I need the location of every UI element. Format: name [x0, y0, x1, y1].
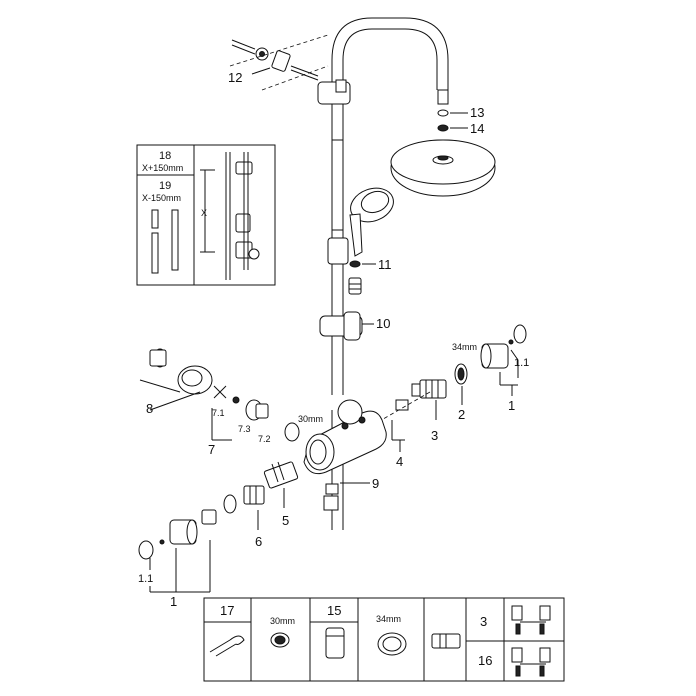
inset-ref-19-text: X-150mm: [142, 193, 181, 203]
wrench-dim-34: 34mm: [452, 342, 477, 352]
table-dim-30: 30mm: [270, 616, 295, 626]
callout-1-1-top: 1.1: [514, 357, 529, 369]
table-ref-17: 17: [220, 603, 234, 618]
cartridge-part-3: 3: [411, 379, 447, 443]
callout-5: 5: [282, 513, 289, 528]
callout-3: 3: [431, 428, 438, 443]
wall-elbow-part-8: 8: [139, 348, 213, 416]
cartridge-part-5: 5: [263, 461, 299, 528]
hand-shower: [349, 187, 394, 257]
table-dim-34: 34mm: [376, 614, 401, 624]
callout-12: 12: [228, 70, 242, 85]
wall-bracket-part-12: 12: [228, 34, 329, 91]
inset-ref-18-text: X+150mm: [142, 163, 183, 173]
table-ref-16: 16: [478, 653, 492, 668]
table-ref-15: 15: [327, 603, 341, 618]
inset-rail-length-box: 18 X+150mm 19 X-150mm X: [136, 144, 276, 286]
right-handle-part-1: 1.1 1: [480, 324, 529, 413]
callout-6: 6: [255, 534, 262, 549]
callout-8: 8: [146, 401, 153, 416]
inset-ref-19: 19: [159, 180, 171, 192]
callout-13: 13: [470, 105, 484, 120]
bottom-reference-table: 17 30mm 15 34mm 3 16: [203, 597, 565, 682]
callout-1-bottom: 1: [170, 594, 177, 609]
callout-9: 9: [372, 476, 379, 491]
check-valve-part-4: 4: [377, 391, 431, 469]
wrench-dim-30: 30mm: [298, 414, 323, 424]
callout-1-1-bottom: 1.1: [138, 573, 153, 585]
callout-7: 7: [208, 442, 215, 457]
inset-x-label: X: [201, 208, 207, 218]
slider-part-10: 10: [319, 311, 390, 341]
head-shower: 13 14: [390, 89, 496, 197]
left-handle-part-1: 1.1 1: [138, 494, 237, 609]
callout-7-3: 7.3: [238, 424, 251, 434]
table-ref-3: 3: [480, 614, 487, 629]
callout-7-1: 7.1: [212, 408, 225, 418]
hose-washer-part-11: 11: [348, 257, 392, 295]
valve-part-6: 6: [243, 485, 265, 549]
callout-4: 4: [396, 454, 403, 469]
connector-part-9: 9: [323, 476, 379, 511]
callout-10: 10: [376, 316, 390, 331]
callout-14: 14: [470, 121, 484, 136]
callout-11: 11: [378, 257, 392, 272]
wall-flange-part-7: 30mm 7.1 7.3 7.2 7: [208, 385, 323, 457]
nut-part-2: 34mm 2: [452, 342, 477, 422]
inset-ref-18: 18: [159, 150, 171, 162]
callout-1-top: 1: [508, 398, 515, 413]
callout-2: 2: [458, 407, 465, 422]
thermostat-body: [303, 399, 387, 475]
callout-7-2: 7.2: [258, 434, 271, 444]
